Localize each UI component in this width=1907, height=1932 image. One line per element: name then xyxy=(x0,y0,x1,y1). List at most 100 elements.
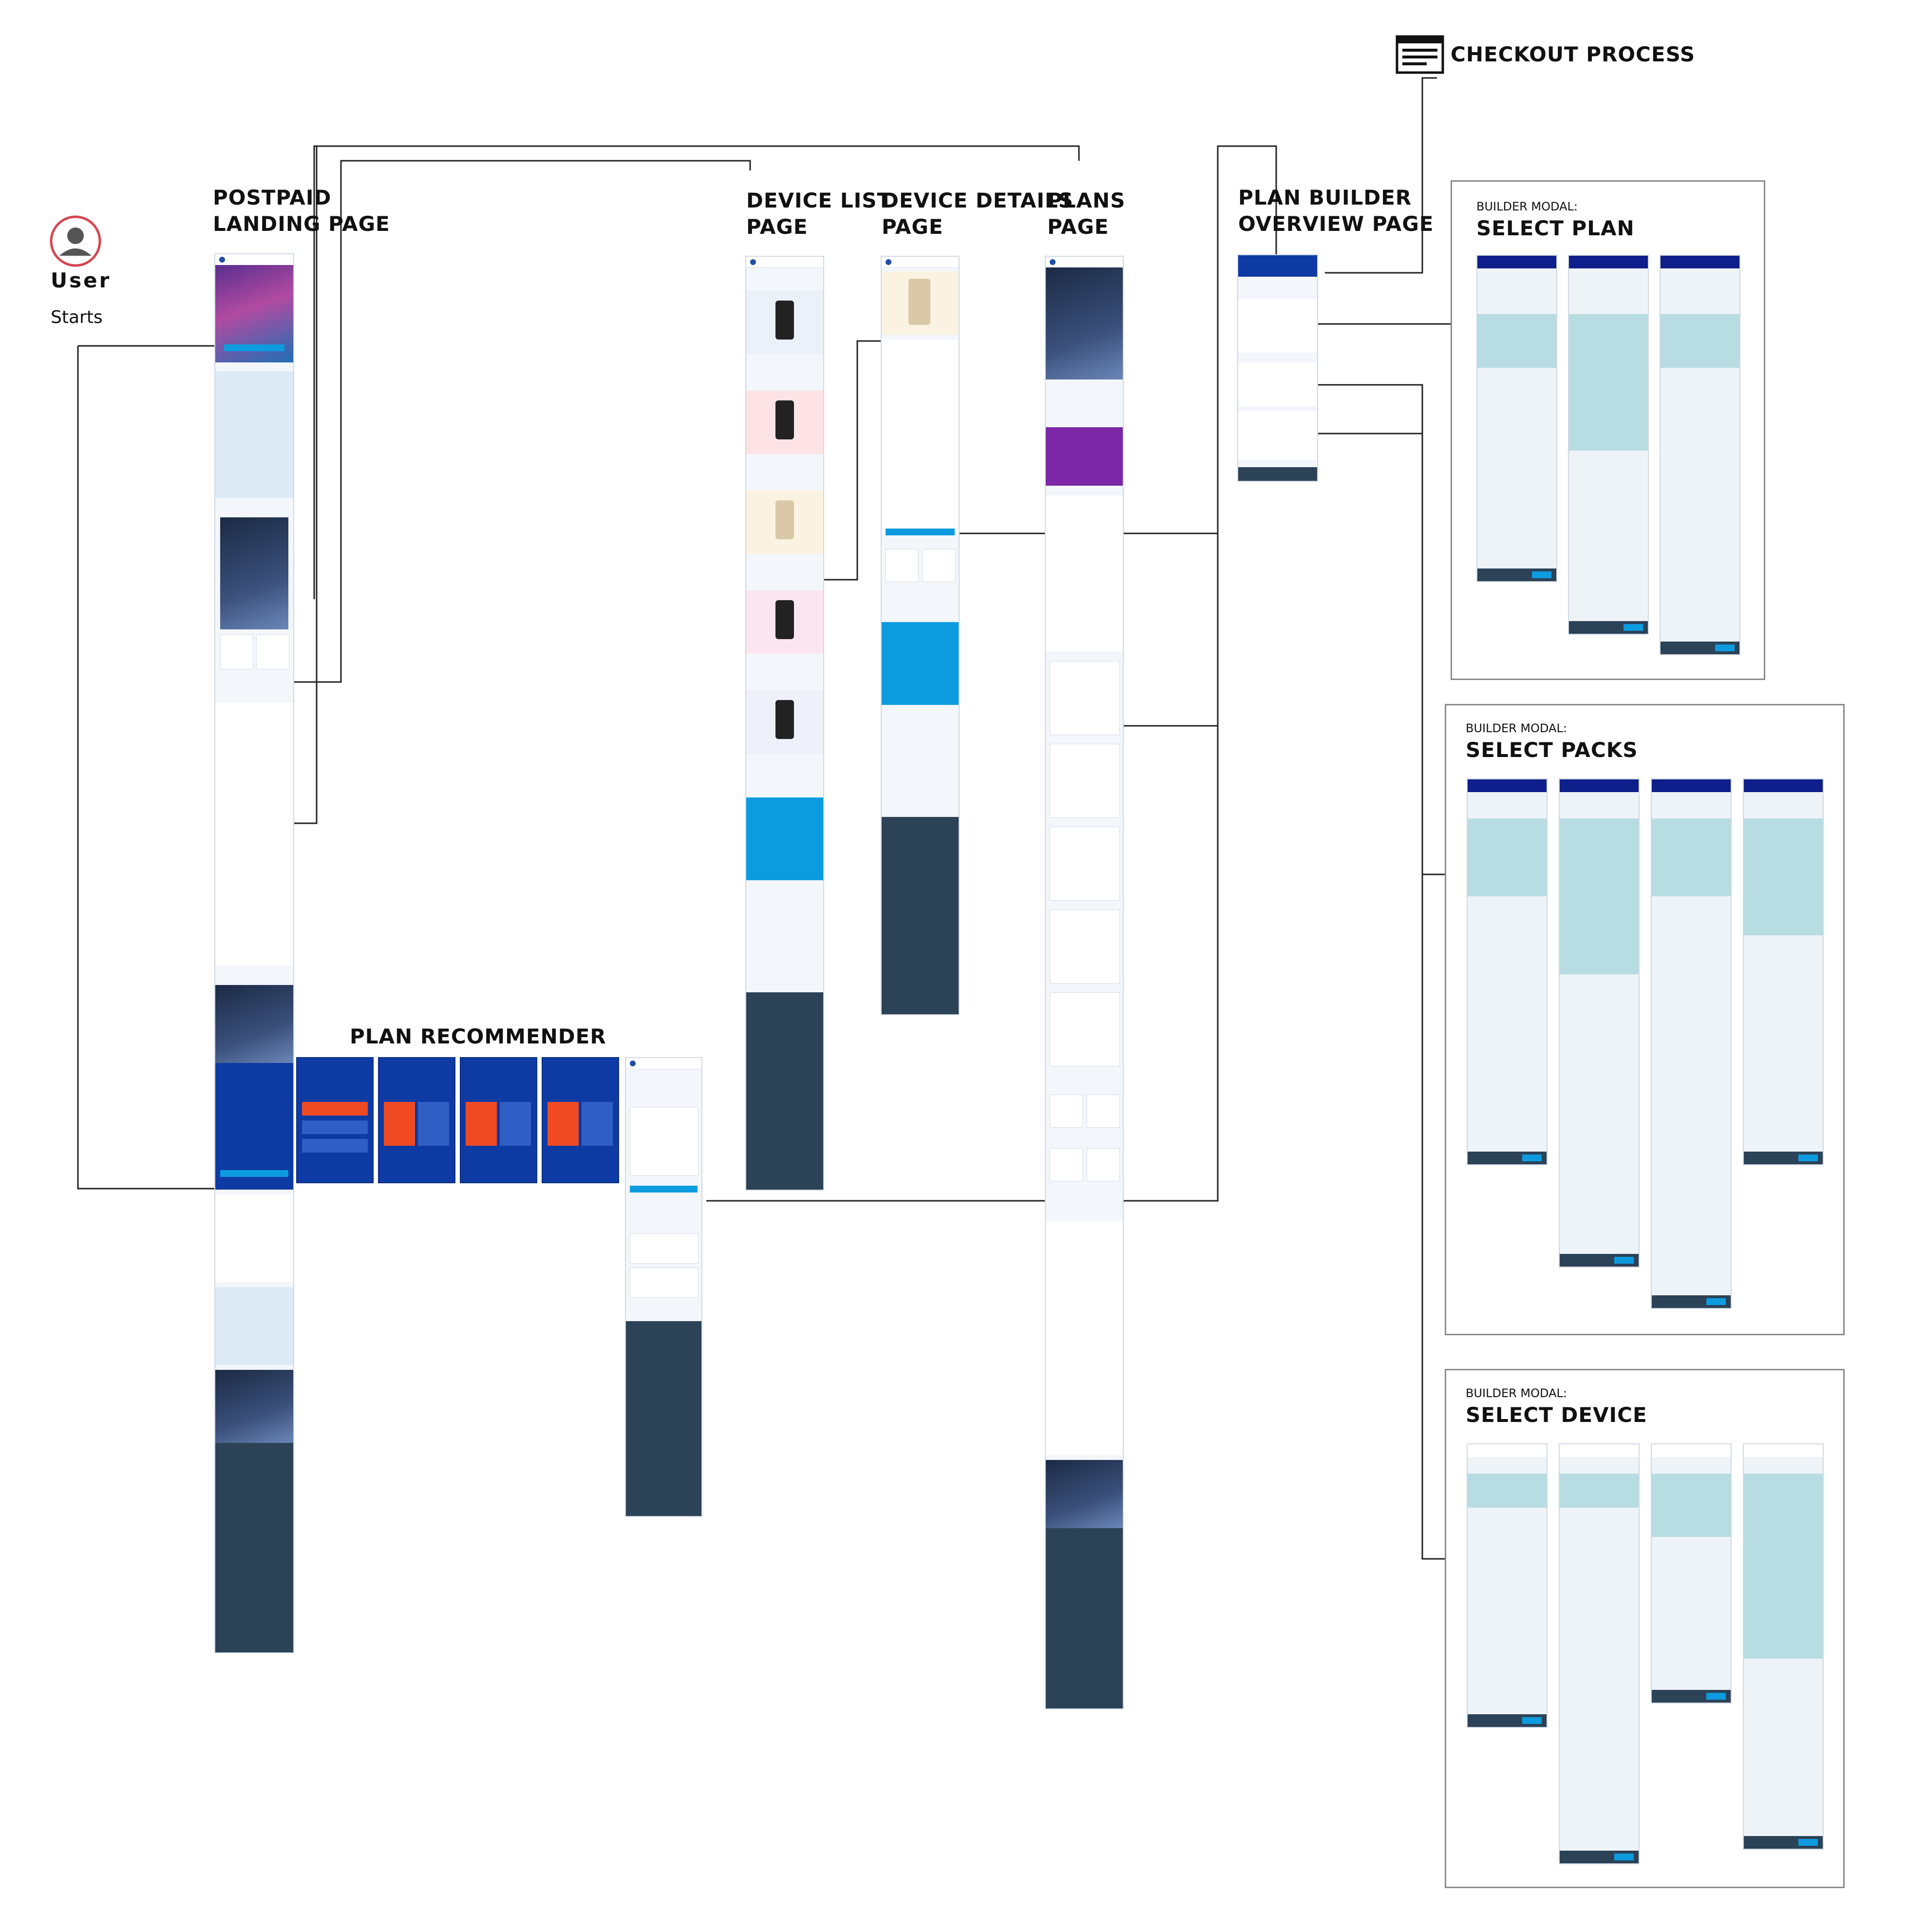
select-packs-modal: BUILDER MODAL: SELECT PACKS xyxy=(1445,704,1845,1335)
gplatinum-banner xyxy=(1046,1460,1123,1528)
plans-screen xyxy=(1045,256,1124,1709)
device-tile[interactable] xyxy=(746,491,823,554)
footer xyxy=(746,992,823,1190)
modal-title: SELECT PACKS xyxy=(1466,738,1638,762)
alt-plan-card[interactable] xyxy=(630,1233,699,1264)
confirm-button[interactable] xyxy=(1706,1298,1726,1305)
device-tile[interactable] xyxy=(746,291,823,354)
phone-image xyxy=(775,301,794,340)
related-device-card[interactable] xyxy=(886,549,919,582)
build-plan-button[interactable] xyxy=(886,529,955,535)
device-hero xyxy=(882,271,959,335)
modal-screen xyxy=(1476,255,1557,582)
postpaid-landing-label-1: POSTPAID xyxy=(213,186,332,209)
modal-title: SELECT DEVICE xyxy=(1466,1403,1647,1427)
recommender-screen-2 xyxy=(378,1057,455,1183)
globe-logo-icon xyxy=(750,259,756,265)
answer-option[interactable] xyxy=(500,1102,531,1146)
answer-option[interactable] xyxy=(548,1102,579,1146)
plan-card[interactable] xyxy=(1050,909,1120,984)
modal-screen xyxy=(1660,255,1740,655)
modal-kicker: BUILDER MODAL: xyxy=(1466,721,1567,735)
user-label: User xyxy=(51,268,112,292)
plan-card[interactable] xyxy=(1050,827,1120,901)
confirm-button[interactable] xyxy=(1614,1257,1634,1264)
builder-row-packs[interactable] xyxy=(1238,362,1317,406)
confirm-button[interactable] xyxy=(1522,1717,1542,1724)
postpaid-landing-screen xyxy=(214,253,294,1653)
promo-banner xyxy=(1046,427,1123,486)
get-started-button[interactable] xyxy=(220,1170,288,1177)
modal-screen xyxy=(1568,255,1649,635)
confirm-button[interactable] xyxy=(1624,624,1643,631)
recommended-plan-card[interactable] xyxy=(630,1107,699,1176)
confirm-button[interactable] xyxy=(1522,1155,1542,1161)
device-tile[interactable] xyxy=(746,391,823,454)
device-bundle-banner xyxy=(220,517,288,629)
confirm-button[interactable] xyxy=(1798,1155,1818,1161)
builder-row-plan[interactable] xyxy=(1238,299,1317,353)
answer-option[interactable] xyxy=(302,1120,368,1134)
device-card[interactable] xyxy=(220,634,253,669)
phone-image xyxy=(775,600,794,639)
plan-card[interactable] xyxy=(1050,992,1120,1066)
gplatinum-banner xyxy=(215,1370,293,1443)
answer-option[interactable] xyxy=(418,1102,449,1146)
partners-section xyxy=(215,1194,293,1282)
build-plan-button[interactable] xyxy=(630,1186,698,1193)
modal-screen xyxy=(1651,778,1732,1309)
connector-builder-to-select-device xyxy=(1318,433,1461,1560)
answer-option[interactable] xyxy=(302,1102,368,1116)
modal-kicker: BUILDER MODAL: xyxy=(1476,200,1578,213)
plan-finder-banner xyxy=(215,1063,293,1190)
device-card[interactable] xyxy=(256,634,289,669)
device-card[interactable] xyxy=(1087,1095,1120,1128)
modal-screen xyxy=(1467,778,1548,1165)
build-plan-button[interactable] xyxy=(224,344,284,351)
user-node: User Starts xyxy=(49,214,166,341)
confirm-button[interactable] xyxy=(1706,1693,1726,1700)
device-tile[interactable] xyxy=(746,590,823,654)
confirm-button[interactable] xyxy=(1715,644,1735,651)
answer-option[interactable] xyxy=(466,1102,497,1146)
existing-customer-banner xyxy=(882,622,959,705)
modal-screen xyxy=(1559,1443,1640,1864)
modal-screen xyxy=(1467,1443,1548,1728)
plan-card[interactable] xyxy=(1050,744,1120,818)
footer xyxy=(215,1443,293,1652)
postpaid-landing-label-2: LANDING PAGE xyxy=(213,212,390,236)
builder-row-device[interactable] xyxy=(1238,411,1317,460)
plans-label-2: PAGE xyxy=(1047,215,1109,239)
device-card[interactable] xyxy=(1050,1095,1083,1128)
modal-screen xyxy=(1651,1443,1732,1704)
plans-section xyxy=(1046,1221,1123,1455)
device-card[interactable] xyxy=(1087,1148,1120,1181)
alt-plan-card[interactable] xyxy=(630,1268,699,1298)
modal-title: SELECT PLAN xyxy=(1476,216,1635,240)
confirm-button[interactable] xyxy=(1532,571,1551,578)
plan-intro-section xyxy=(1046,495,1123,651)
related-device-card[interactable] xyxy=(923,549,956,582)
device-list-screen xyxy=(745,256,824,1191)
recommender-screen-1 xyxy=(296,1057,374,1183)
summary-bar xyxy=(1238,255,1317,277)
plan-card[interactable] xyxy=(1050,661,1120,735)
device-details-label-1: DEVICE DETAILS xyxy=(882,189,1074,212)
device-tile[interactable] xyxy=(746,690,823,754)
answer-option[interactable] xyxy=(582,1102,613,1146)
footer xyxy=(1046,1528,1123,1708)
connector-builder-to-checkout xyxy=(1325,77,1437,274)
modal-screen xyxy=(1559,778,1640,1268)
connector-landing-to-device-list xyxy=(292,160,751,683)
globe-logo-icon xyxy=(219,257,225,263)
answer-option[interactable] xyxy=(302,1139,368,1153)
top-bar xyxy=(626,1058,701,1069)
confirm-button[interactable] xyxy=(1798,1839,1818,1846)
connector-landing-to-device-details xyxy=(313,145,1080,599)
device-card[interactable] xyxy=(1050,1148,1083,1181)
confirm-button[interactable] xyxy=(1614,1854,1634,1860)
answer-option[interactable] xyxy=(384,1102,415,1146)
plan-builder-label-2: OVERVIEW PAGE xyxy=(1238,212,1434,236)
device-list-label-2: PAGE xyxy=(746,215,808,239)
